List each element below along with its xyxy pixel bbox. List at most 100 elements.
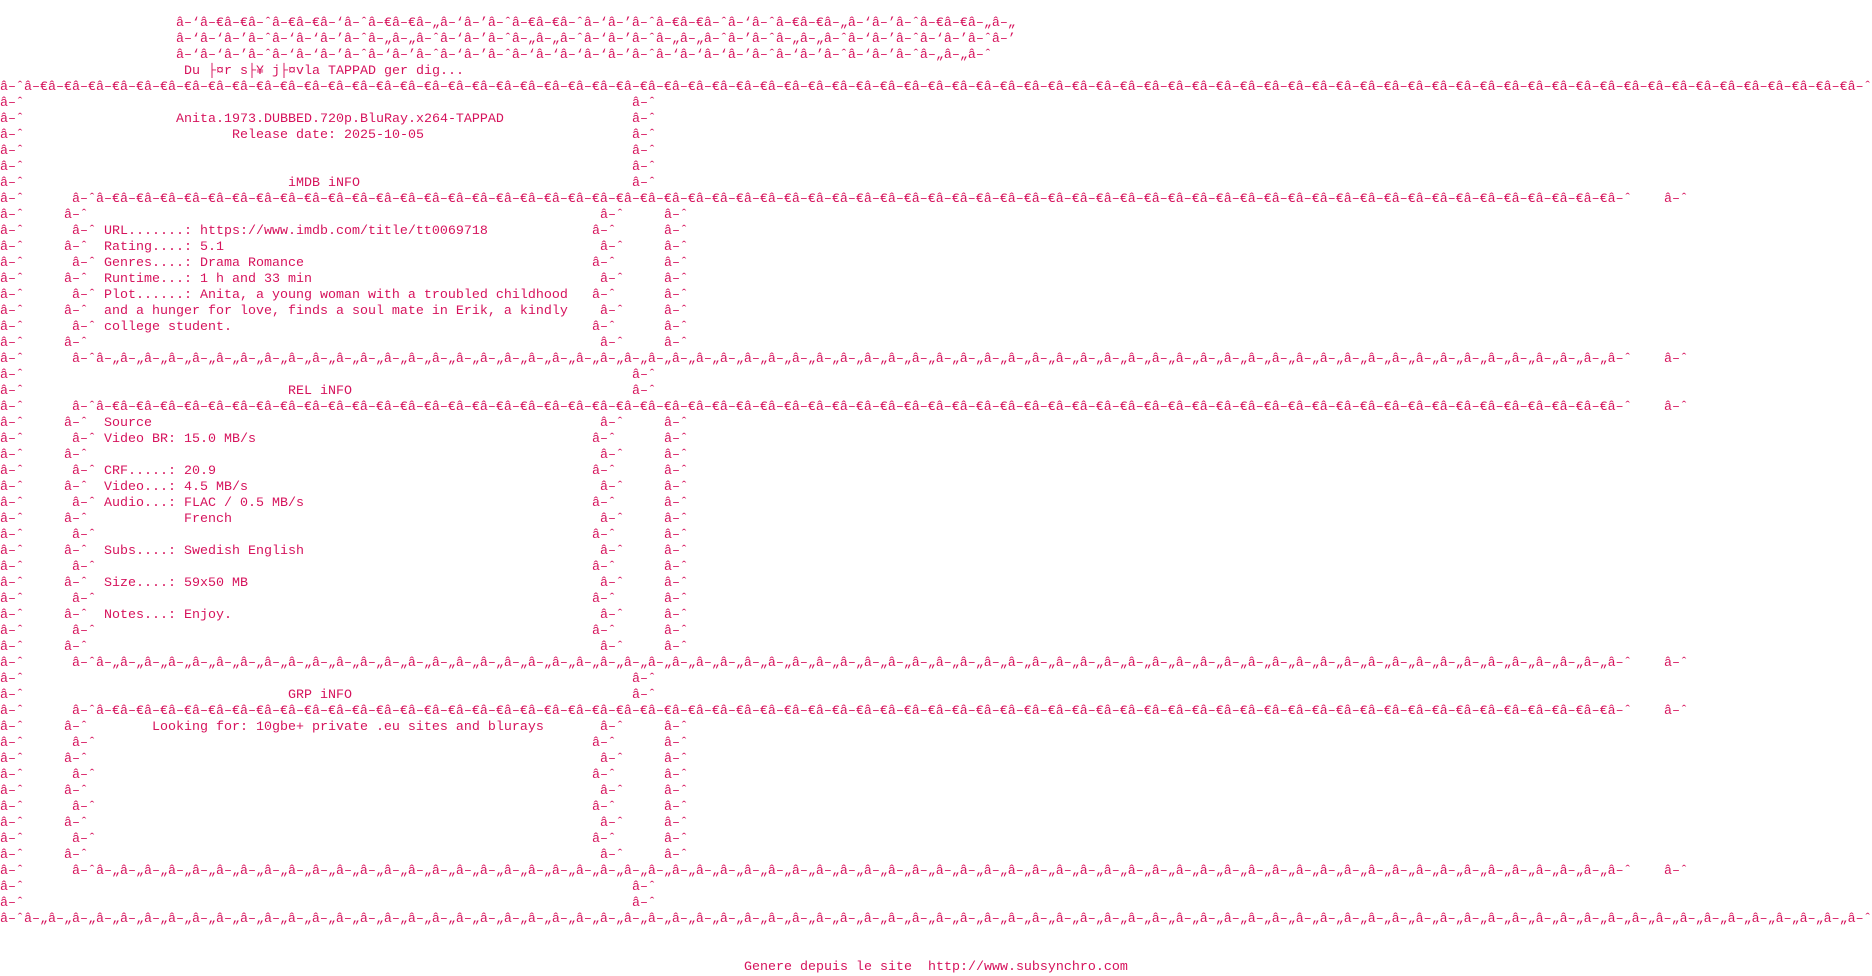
frame-right: â–ˆ <box>664 544 688 559</box>
frame-right: â–ˆ <box>664 464 688 479</box>
section-line: Subs....: Swedish English <box>104 544 304 559</box>
section-left-edge: â–ˆ <box>64 752 88 767</box>
frame-left: â–ˆ <box>0 192 24 207</box>
section-right-edge: â–ˆ <box>592 560 616 575</box>
frame-right: â–ˆ <box>664 832 688 847</box>
frame-right: â–ˆ <box>664 416 688 431</box>
frame-left: â–ˆ <box>0 768 24 783</box>
frame-right: â–ˆ <box>664 816 688 831</box>
frame-left: â–ˆ <box>0 800 24 815</box>
section-left-edge: â–ˆ <box>72 256 96 271</box>
section-left-edge: â–ˆ <box>64 784 88 799</box>
section-left-edge: â–ˆ <box>64 240 88 255</box>
section-right-edge: â–ˆ <box>592 224 616 239</box>
section-bottom-border: â–ˆâ–„â–„â–„â–„â–„â–„â–„â–„â–„â–„â–„â–„â… <box>72 656 1632 671</box>
frame-left: â–ˆ <box>0 592 24 607</box>
frame-right: â–ˆ <box>664 224 688 239</box>
section-line: Source <box>104 416 152 431</box>
section-left-edge: â–ˆ <box>64 640 88 655</box>
tagline: Du ├¤r s├¥ j├¤vla TAPPAD ger dig... <box>184 64 464 79</box>
frame-left: â–ˆ <box>0 896 24 911</box>
frame-left: â–ˆ <box>0 624 24 639</box>
frame-right: â–ˆ <box>664 784 688 799</box>
frame-right: â–ˆ <box>664 320 688 335</box>
frame-left: â–ˆ <box>0 640 24 655</box>
outer-top-border: â–ˆâ–€â–€â–€â–€â–€â–€â–€â–€â–€â–€â–€â–€â… <box>0 80 1872 95</box>
section-line: Video...: 4.5 MB/s <box>104 480 248 495</box>
frame-right: â–ˆ <box>632 672 656 687</box>
nfo-line: Du ├¤r s├¥ j├¤vla TAPPAD ger dig... <box>0 64 1872 80</box>
logo-line: â–‘â–‘â–’â–ˆâ–‘â–‘â–’â–ˆâ–‘â–’â–ˆâ–‘â–’â… <box>176 48 992 63</box>
frame-left: â–ˆ <box>0 864 24 879</box>
logo-line: â–‘â–€â–€â–ˆâ–€â–€â–‘â–ˆâ–€â–€â–„â–‘â–’â… <box>176 16 1016 31</box>
frame-left: â–ˆ <box>0 384 24 399</box>
section-left-edge: â–ˆ <box>64 720 88 735</box>
frame-right: â–ˆ <box>632 384 656 399</box>
frame-right: â–ˆ <box>664 448 688 463</box>
frame-left: â–ˆ <box>0 128 24 143</box>
section-line: Rating....: 5.1 <box>104 240 224 255</box>
frame-left: â–ˆ <box>0 704 24 719</box>
frame-right: â–ˆ <box>632 176 656 191</box>
section-left-edge: â–ˆ <box>64 608 88 623</box>
section-line: Audio...: FLAC / 0.5 MB/s <box>104 496 304 511</box>
section-title-grp: GRP iNFO <box>288 688 352 703</box>
section-right-edge: â–ˆ <box>592 528 616 543</box>
section-right-edge: â–ˆ <box>600 816 624 831</box>
section-left-edge: â–ˆ <box>72 224 96 239</box>
nfo-line: Genere depuis le site http://www.subsync… <box>0 960 1872 976</box>
section-right-edge: â–ˆ <box>600 752 624 767</box>
section-right-edge: â–ˆ <box>600 784 624 799</box>
frame-left: â–ˆ <box>0 560 24 575</box>
nfo-line: â–ˆâ–€â–€â–€â–€â–€â–€â–€â–€â–€â–€â–€â–€â… <box>0 80 1872 96</box>
section-right-edge: â–ˆ <box>600 272 624 287</box>
frame-left: â–ˆ <box>0 448 24 463</box>
section-right-edge: â–ˆ <box>600 240 624 255</box>
frame-right: â–ˆ <box>664 256 688 271</box>
frame-left: â–ˆ <box>0 272 24 287</box>
frame-right: â–ˆ <box>664 736 688 751</box>
frame-left: â–ˆ <box>0 224 24 239</box>
section-right-edge: â–ˆ <box>600 336 624 351</box>
frame-left: â–ˆ <box>0 528 24 543</box>
frame-right: â–ˆ <box>664 304 688 319</box>
frame-left: â–ˆ <box>0 288 24 303</box>
section-title-imdb: iMDB iNFO <box>288 176 360 191</box>
frame-left: â–ˆ <box>0 544 24 559</box>
section-left-edge: â–ˆ <box>72 736 96 751</box>
frame-right: â–ˆ <box>664 512 688 527</box>
frame-right: â–ˆ <box>664 240 688 255</box>
frame-left: â–ˆ <box>0 352 24 367</box>
section-title-rel: REL iNFO <box>288 384 352 399</box>
section-line: and a hunger for love, finds a soul mate… <box>104 304 568 319</box>
frame-right: â–ˆ <box>664 592 688 607</box>
section-right-edge: â–ˆ <box>592 496 616 511</box>
section-right-edge: â–ˆ <box>592 832 616 847</box>
frame-left: â–ˆ <box>0 208 24 223</box>
nfo-line: â–‘â–‘â–’â–ˆâ–‘â–‘â–’â–ˆâ–„â–„â–ˆâ–‘â–’â… <box>0 32 1872 48</box>
